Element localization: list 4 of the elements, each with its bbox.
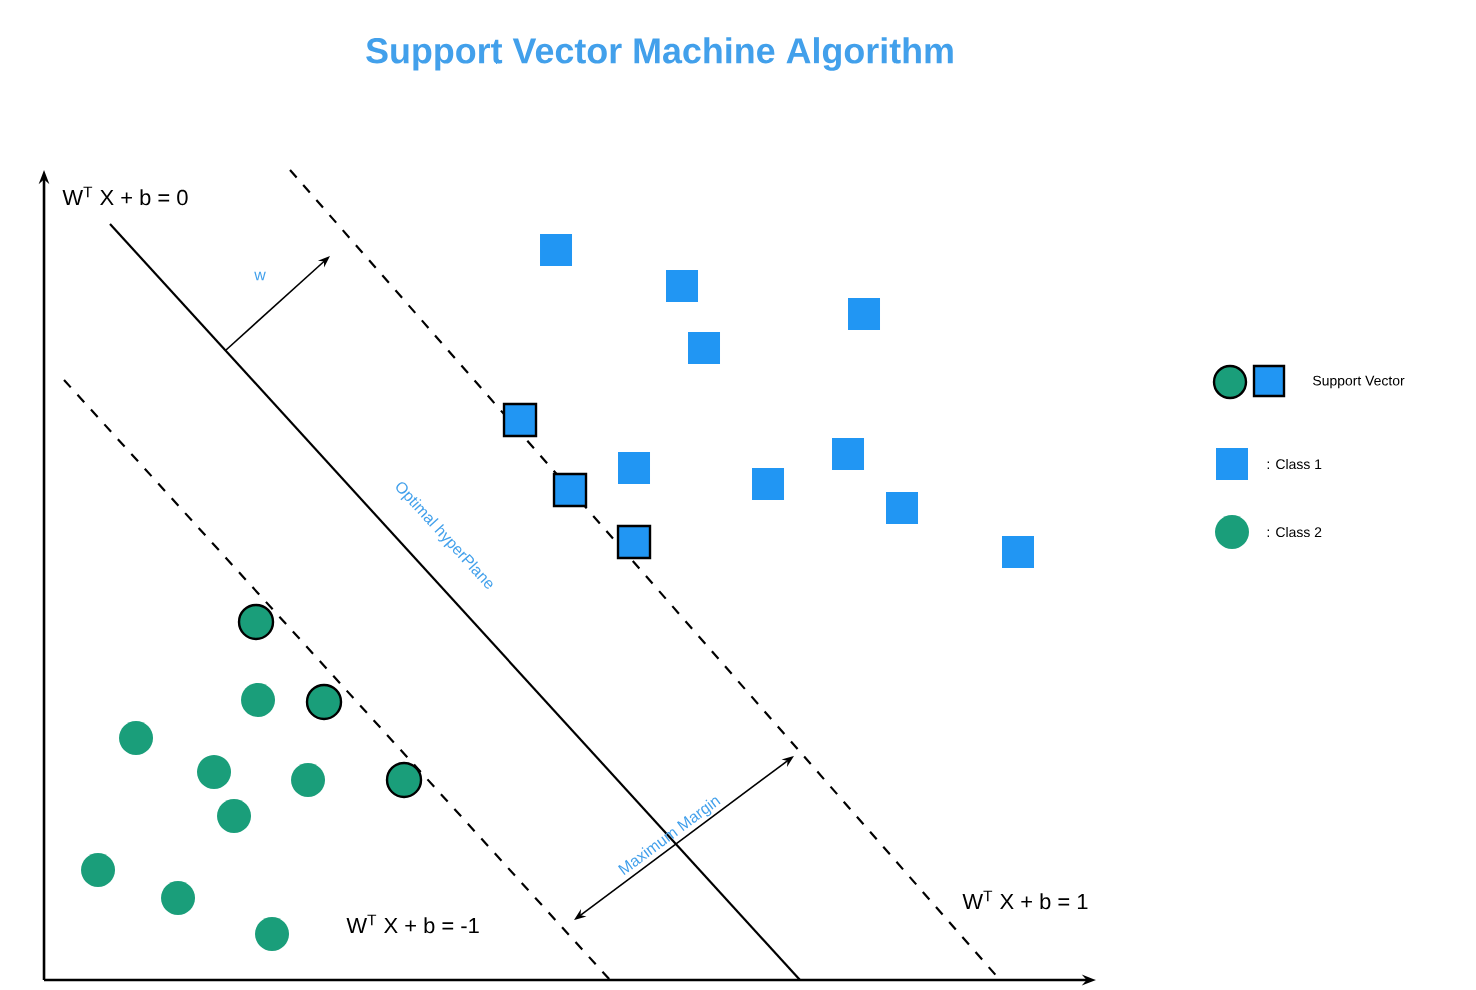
equation: W$^{T}$ X + b = -1: [346, 914, 479, 934]
title: Support Vector Machine Algorithm: [366, 37, 953, 71]
equation: W$^{T}$ X + b = 0: [62, 186, 188, 206]
equation: W$^{T}$ X + b = 1: [962, 890, 1088, 910]
